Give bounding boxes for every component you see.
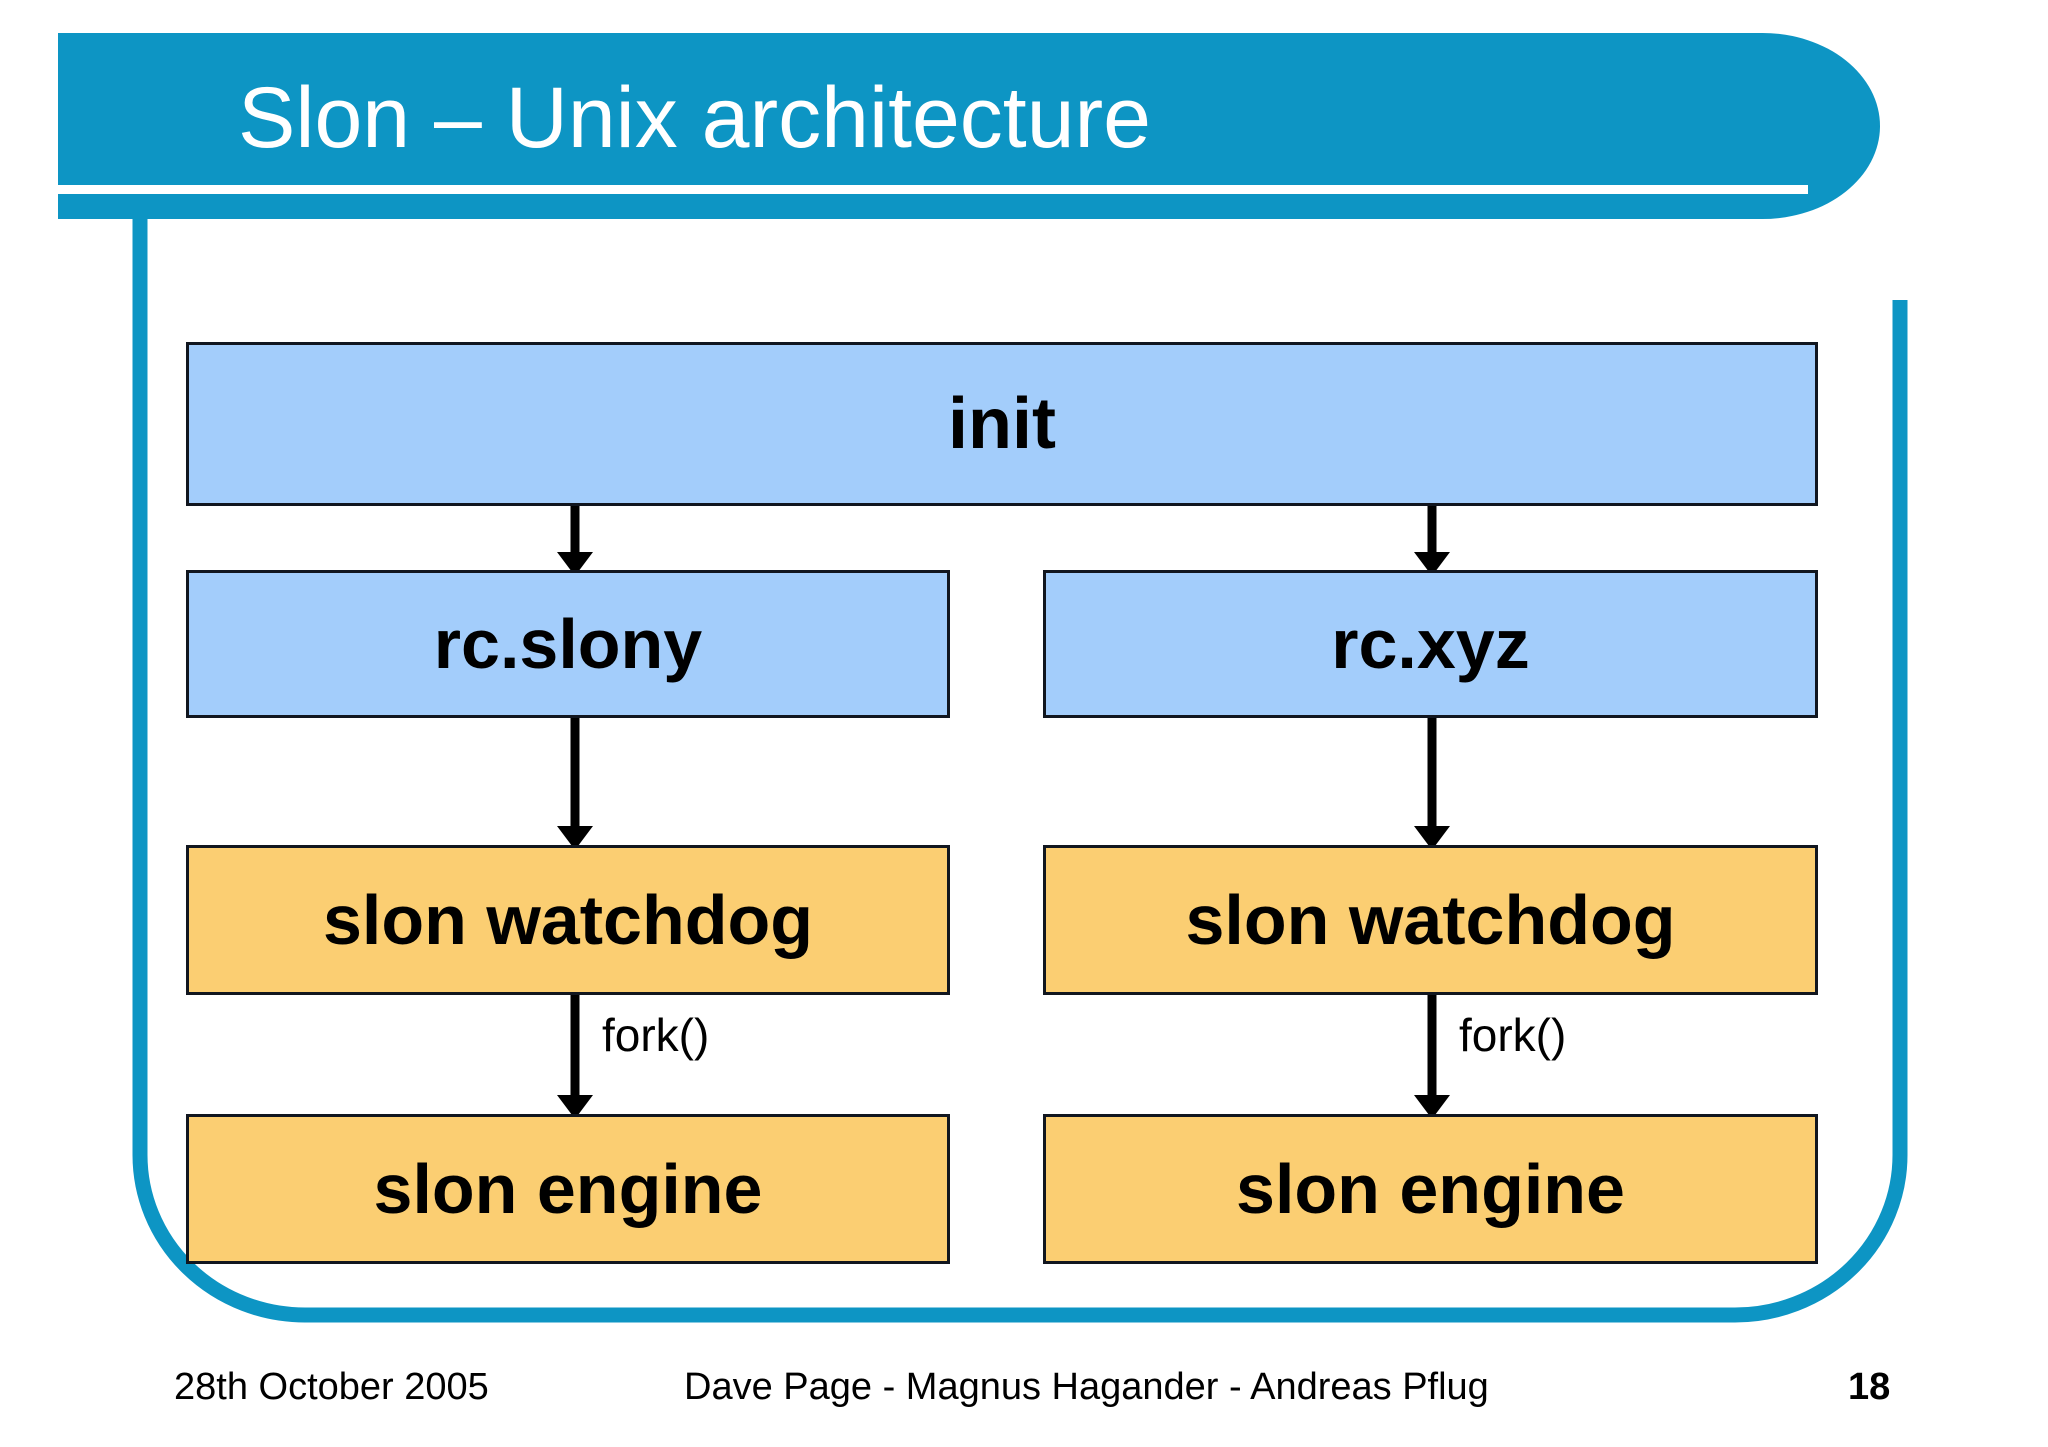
node-slon-watchdog-right[interactable]: slon watchdog	[1043, 845, 1818, 995]
node-slon-watchdog-left[interactable]: slon watchdog	[186, 845, 950, 995]
arrow-rcxyz-to-watchdog	[1414, 714, 1450, 850]
node-rc-xyz[interactable]: rc.xyz	[1043, 570, 1818, 718]
footer-authors: Dave Page - Magnus Hagander - Andreas Pf…	[684, 1366, 1489, 1408]
arrow-watchdog-to-engine-right	[1414, 991, 1450, 1119]
arrow-init-to-rcxyz	[1414, 500, 1450, 576]
node-slon-engine-left[interactable]: slon engine	[186, 1114, 950, 1264]
title-underline-rule	[58, 185, 1808, 194]
footer-date: 28th October 2005	[174, 1366, 489, 1408]
edge-label-fork-left: fork()	[602, 1009, 710, 1061]
node-init[interactable]: init	[186, 342, 1818, 506]
page-title: Slon – Unix architecture	[238, 70, 1151, 166]
edge-label-fork-right: fork()	[1459, 1009, 1567, 1061]
arrow-watchdog-to-engine-left	[557, 991, 593, 1119]
title-banner: Slon – Unix architecture	[58, 33, 1880, 219]
arrow-rcslony-to-watchdog	[557, 714, 593, 850]
footer-page-number: 18	[1848, 1366, 1891, 1408]
node-rc-slony[interactable]: rc.slony	[186, 570, 950, 718]
arrow-init-to-rcslony	[557, 500, 593, 576]
node-slon-engine-right[interactable]: slon engine	[1043, 1114, 1818, 1264]
